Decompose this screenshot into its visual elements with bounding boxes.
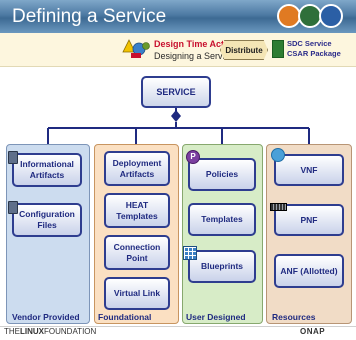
logo-bold: LINUX: [20, 327, 44, 336]
package-icon: [272, 40, 284, 58]
column-label: User Designed: [186, 312, 246, 322]
logo-prefix: THE: [4, 327, 20, 336]
item-heat-templates: HEAT Templates: [104, 193, 170, 228]
column-label: Foundational: [98, 312, 152, 322]
policy-icon: P: [186, 150, 200, 164]
item-vnf: VNF: [274, 154, 344, 186]
item-configuration-files: Configuration Files: [12, 203, 82, 237]
service-node: SERVICE: [141, 76, 211, 108]
item-blueprints: Blueprints: [188, 250, 256, 283]
column-label: Resources: [272, 312, 316, 322]
blueprint-icon: [183, 246, 197, 260]
activities-icon: [122, 38, 150, 60]
pnf-icon: [270, 203, 287, 211]
document-icon: [8, 151, 18, 164]
onap-logo: ONAP: [300, 327, 326, 336]
activities-label: Design Time Activities:: [154, 39, 253, 49]
item-templates: Templates: [188, 203, 256, 236]
item-deployment-artifacts: Deployment Artifacts: [104, 151, 170, 186]
people-group-icon: [277, 4, 301, 28]
item-virtual-link: Virtual Link: [104, 277, 170, 310]
distribute-step: Distribute: [220, 40, 268, 60]
document-icon: [8, 201, 18, 214]
item-anf-allotted: ANF (Allotted): [274, 254, 344, 288]
activities-value: Designing a Service: [154, 51, 235, 61]
package-label: SDC Service CSAR Package: [287, 39, 341, 58]
logo-suffix: FOUNDATION: [44, 327, 97, 336]
slide-footer: [0, 326, 356, 340]
slide-title: Defining a Service: [12, 6, 167, 27]
item-policies: Policies: [188, 158, 256, 191]
column-label: Vendor Provided: [12, 312, 80, 322]
item-connection-point: Connection Point: [104, 235, 170, 270]
linux-foundation-logo: THELINUXFOUNDATION: [4, 327, 96, 336]
vnf-icon: [271, 148, 285, 162]
people-group-icon: [319, 4, 343, 28]
activity-bar: [0, 33, 356, 67]
item-informational-artifacts: Informational Artifacts: [12, 153, 82, 187]
